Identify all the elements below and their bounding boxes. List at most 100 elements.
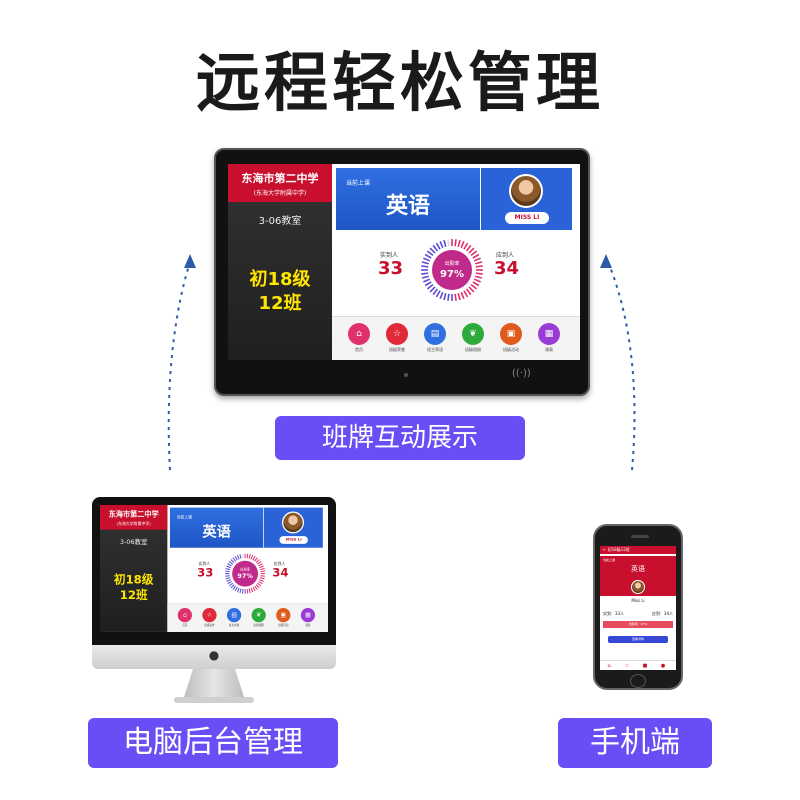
gauge-tick bbox=[246, 589, 249, 594]
nav-label: 班级相册 bbox=[465, 347, 481, 352]
phone-topbar[interactable]: ← 初18级12班 bbox=[600, 546, 676, 554]
calendar-nav-button[interactable]: ▦ bbox=[538, 323, 560, 345]
gauge-tick bbox=[463, 242, 469, 250]
phone-nav-item[interactable]: ■ bbox=[642, 663, 648, 669]
board-left-panel: 东海市第二中学 (东海大学附属中学) 3-06教室 初18级 12班 bbox=[228, 164, 332, 360]
class-board-screen: 东海市第二中学 (东海大学附属中学) 3-06教室 初18级 12班 当前上课 … bbox=[228, 164, 580, 360]
gauge-tick bbox=[259, 565, 264, 569]
phone-nav-item[interactable]: ☆ bbox=[624, 663, 630, 669]
gauge-tick bbox=[252, 586, 256, 592]
gauge-label: 出勤率 bbox=[444, 260, 459, 267]
arrow-right-head bbox=[600, 254, 612, 268]
gauge-tick bbox=[439, 291, 444, 299]
image-nav-button[interactable]: ▣ bbox=[500, 323, 522, 345]
calendar-nav-button[interactable]: ▦ bbox=[300, 607, 316, 623]
leaf-nav-button[interactable]: ❦ bbox=[251, 607, 266, 623]
gauge-tick bbox=[465, 244, 472, 252]
label-board-display: 班牌互动展示 bbox=[275, 416, 525, 460]
phone-rate-bar: 出勤率：97% bbox=[603, 621, 673, 628]
leaf-nav-button[interactable]: ❦ bbox=[462, 323, 484, 345]
gauge-tick bbox=[475, 272, 483, 275]
gauge-value: 97% bbox=[237, 572, 253, 580]
gauge-tick bbox=[250, 587, 254, 593]
home-nav-button[interactable]: ⌂ bbox=[177, 607, 192, 623]
gauge-tick bbox=[258, 580, 263, 585]
star-nav-button[interactable]: ☆ bbox=[386, 323, 408, 345]
subject-name: 英语 bbox=[385, 194, 430, 219]
current-class-tag: 当前上课 bbox=[346, 180, 371, 187]
school-subname: (东海大学附属中学) bbox=[116, 521, 151, 527]
gauge-tick bbox=[473, 257, 481, 262]
phone-details-button[interactable]: 查看详情 bbox=[608, 636, 668, 643]
gauge-tick bbox=[252, 556, 256, 561]
board-nav-bar: ⌂首页☆班级荣誉▤班主寄语❦班级相册▣班级活动▦课表 bbox=[332, 316, 580, 360]
star-nav-button[interactable]: ☆ bbox=[202, 607, 217, 623]
school-name: 东海市第二中学 bbox=[241, 172, 319, 185]
label-pc-backend: 电脑后台管理 bbox=[88, 718, 338, 768]
gauge-tick bbox=[239, 588, 242, 594]
phone-nav-item[interactable]: ● bbox=[660, 663, 666, 669]
phone-home-button[interactable] bbox=[630, 674, 646, 688]
phone-device: ← 初18级12班 当前上课 英语 Miss Li 实到：33人 应到：34人 … bbox=[593, 524, 683, 690]
gauge-tick bbox=[225, 567, 231, 571]
gauge-tick bbox=[457, 239, 461, 248]
phone-speaker bbox=[631, 535, 649, 538]
teacher-name: MISS LI bbox=[279, 536, 308, 544]
nav-label: 班主寄语 bbox=[228, 623, 240, 627]
nav-label: 班级活动 bbox=[503, 347, 519, 352]
gauge-tick bbox=[239, 554, 242, 559]
gauge-core bbox=[432, 250, 472, 290]
gauge-tick bbox=[474, 275, 483, 279]
gauge-tick bbox=[423, 257, 431, 262]
gauge-tick bbox=[472, 281, 480, 287]
gauge-tick bbox=[472, 253, 480, 259]
gauge-tick bbox=[473, 278, 481, 283]
gauge-tick bbox=[255, 559, 260, 564]
gauge-tick bbox=[258, 563, 263, 567]
expected-label: 应到人 bbox=[496, 252, 515, 259]
school-header: 东海市第二中学 (东海大学附属中学) bbox=[228, 164, 332, 202]
nav-label: 课表 bbox=[545, 347, 553, 352]
class-number: 12班 bbox=[119, 588, 148, 603]
gauge-tick bbox=[460, 291, 465, 299]
class-grade: 初18级 bbox=[113, 573, 154, 587]
phone-bottom-nav: ⌂ ☆ ■ ● bbox=[600, 660, 676, 670]
gauge-tick bbox=[225, 570, 230, 573]
gauge-tick bbox=[257, 582, 262, 587]
classroom-label: 3-06教室 bbox=[119, 538, 148, 546]
gauge-tick bbox=[254, 585, 258, 590]
gauge-tick bbox=[250, 554, 254, 560]
book-nav-button[interactable]: ▤ bbox=[424, 323, 446, 345]
gauge-tick bbox=[225, 577, 231, 580]
image-nav-button[interactable]: ▣ bbox=[276, 607, 291, 623]
school-subname: (东海大学附属中学) bbox=[253, 190, 307, 197]
gauge-tick bbox=[257, 561, 262, 565]
teacher-card[interactable]: MISS LI bbox=[480, 168, 572, 230]
pc-screen: 东海市第二中学 (东海大学附属中学) 3-06教室 初18级 12班 当前上课 … bbox=[100, 505, 328, 645]
nav-label: 首页 bbox=[182, 623, 188, 627]
phone-nav-item[interactable]: ⌂ bbox=[607, 663, 611, 669]
gauge-tick bbox=[470, 250, 478, 257]
board-left-panel: 东海市第二中学 (东海大学附属中学) 3-06教室 初18级 12班 bbox=[100, 505, 168, 632]
class-name: 初18级 12班 bbox=[100, 572, 167, 603]
gauge-tick bbox=[232, 557, 237, 562]
gauge-tick bbox=[234, 556, 238, 561]
current-class-tag: 当前上课 bbox=[176, 515, 192, 520]
gauge-tick bbox=[447, 239, 450, 247]
school-name: 东海市第二中学 bbox=[108, 510, 159, 519]
arrow-left-head bbox=[184, 254, 196, 268]
gauge-tick bbox=[465, 288, 472, 296]
actual-label: 实到人 bbox=[380, 252, 399, 259]
gauge-tick bbox=[255, 584, 260, 589]
home-nav-button[interactable]: ⌂ bbox=[348, 323, 370, 345]
gauge-tick bbox=[435, 242, 441, 250]
book-nav-button[interactable]: ▤ bbox=[226, 607, 242, 623]
classroom-label: 3-06教室 bbox=[258, 216, 302, 227]
gauge-label: 出勤率 bbox=[240, 566, 250, 571]
nfc-icon: ((·)) bbox=[512, 368, 531, 379]
teacher-card[interactable]: MISS LI bbox=[263, 507, 323, 548]
gauge-tick bbox=[432, 244, 439, 252]
gauge-tick bbox=[429, 286, 436, 293]
phone-teacher-name: Miss Li bbox=[631, 598, 645, 603]
